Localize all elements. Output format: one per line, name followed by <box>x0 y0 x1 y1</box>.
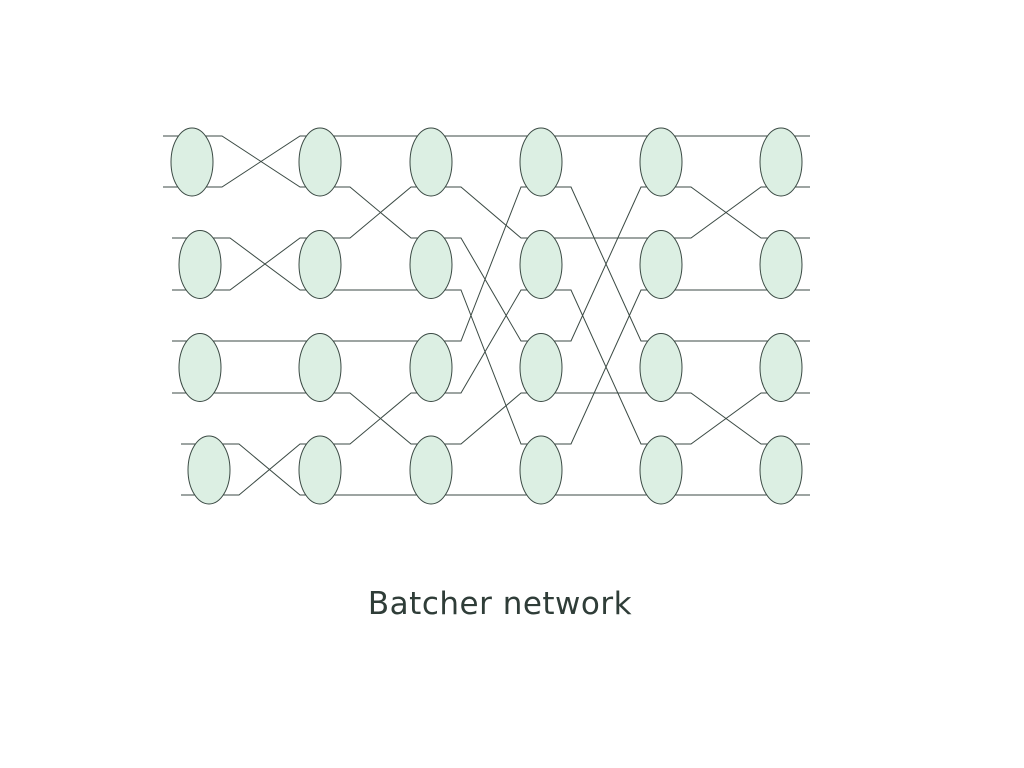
comparator-node <box>170 127 214 197</box>
comparator-node <box>639 127 683 197</box>
comparator-node <box>409 230 453 299</box>
comparator-node <box>409 333 453 402</box>
wire-crossing <box>661 186 781 239</box>
comparator-node <box>519 127 563 197</box>
comparator-node <box>298 127 342 197</box>
wire-crossing <box>320 186 431 239</box>
wire-crossing <box>431 186 541 239</box>
wire-crossing <box>320 392 431 445</box>
comparator-node <box>178 333 222 402</box>
comparator-node <box>639 230 683 299</box>
network-wires <box>163 135 810 496</box>
comparator-node <box>639 435 683 505</box>
comparator-node <box>519 435 563 505</box>
comparator-node <box>298 230 342 299</box>
wire-crossing <box>661 186 781 239</box>
comparator-node <box>759 435 803 505</box>
comparator-node <box>298 333 342 402</box>
wire-crossing <box>320 186 431 239</box>
comparator-node <box>519 230 563 299</box>
diagram-caption: Batcher network <box>367 586 633 622</box>
comparator-node <box>178 230 222 299</box>
comparator-node <box>759 333 803 402</box>
comparator-node <box>759 230 803 299</box>
comparator-node <box>519 333 563 402</box>
wire-crossing <box>661 392 781 445</box>
comparator-node <box>639 333 683 402</box>
comparator-node <box>298 435 342 505</box>
wire-crossing <box>320 392 431 445</box>
comparator-node <box>759 127 803 197</box>
comparator-nodes <box>170 127 803 505</box>
comparator-node <box>409 127 453 197</box>
wire-crossing <box>431 392 541 445</box>
comparator-node <box>187 435 231 505</box>
wire-crossing <box>661 392 781 445</box>
comparator-node <box>409 435 453 505</box>
